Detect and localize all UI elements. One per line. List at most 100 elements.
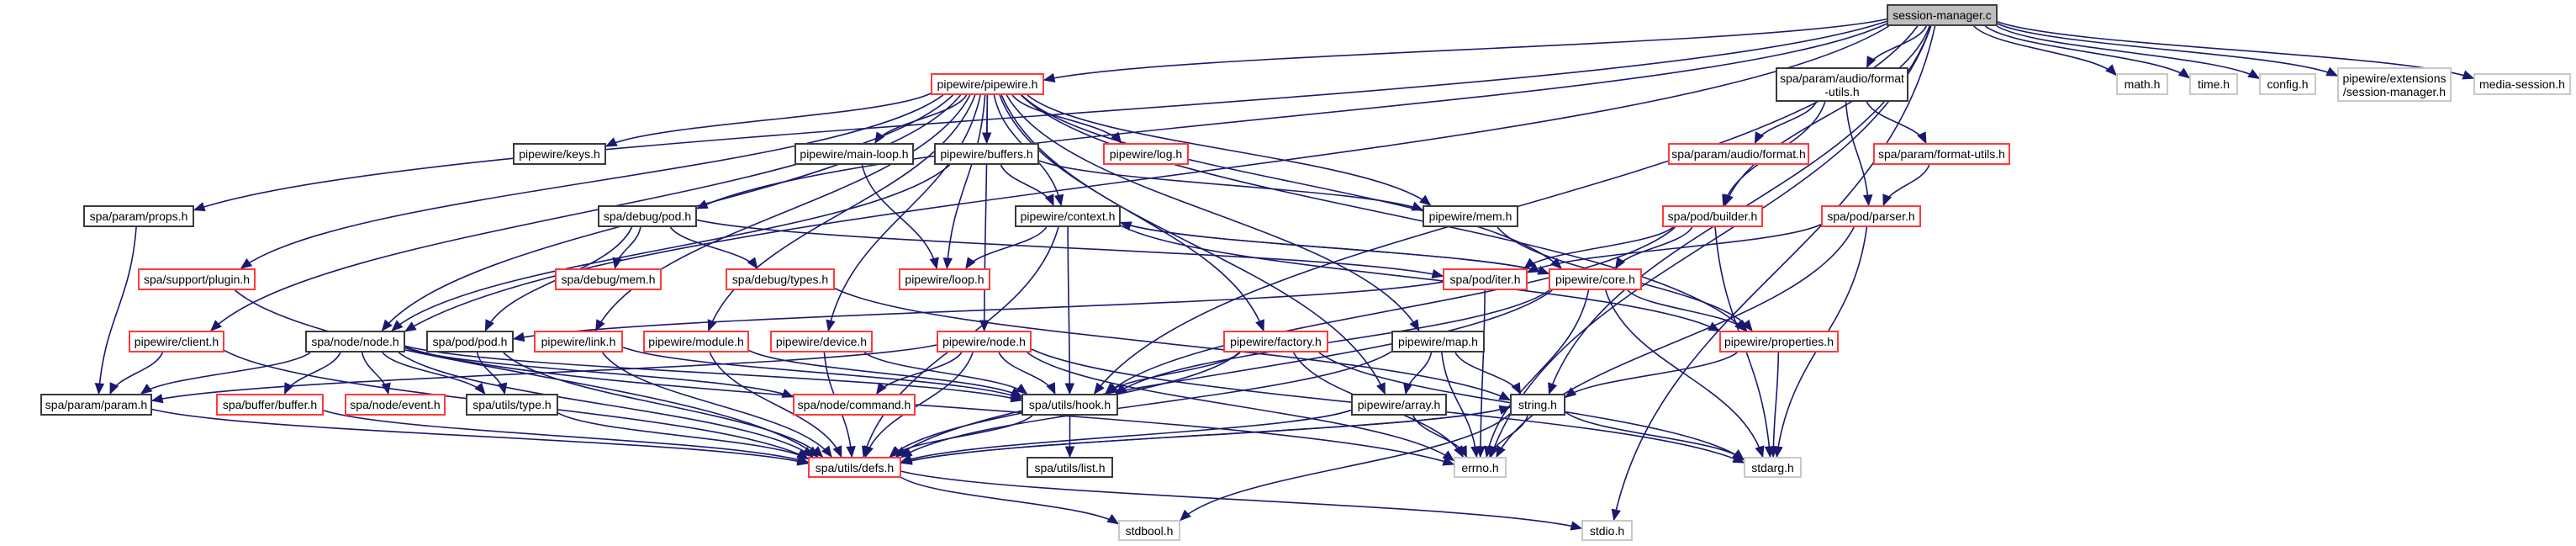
node-errno[interactable]: errno.h (1454, 457, 1507, 478)
node-stdbool[interactable]: stdbool.h (1118, 520, 1180, 541)
arrowhead-icon (1105, 383, 1117, 395)
arrowhead-icon (1458, 445, 1467, 459)
arrowhead-icon (2177, 67, 2191, 79)
node-label: stdbool.h (1125, 523, 1174, 538)
arrowhead-icon (846, 446, 856, 459)
node-context[interactable]: pipewire/context.h (1015, 205, 1121, 227)
node-module[interactable]: pipewire/module.h (643, 331, 749, 353)
node-pipewire[interactable]: pipewire/pipewire.h (931, 73, 1044, 95)
node-ext[interactable]: pipewire/extensions /session-manager.h (2337, 67, 2452, 102)
edge-spanode-to-hook (404, 345, 1022, 401)
node-label: spa/utils/defs.h (815, 460, 895, 474)
edge-string-to-stdbool (1180, 413, 1511, 522)
edge-pipewire-to-client (210, 94, 954, 331)
arrowhead-icon (1064, 383, 1075, 395)
node-time[interactable]: time.h (2189, 73, 2238, 95)
arrowhead-icon (1611, 508, 1621, 522)
node-list[interactable]: spa/utils/list.h (1027, 457, 1113, 478)
arrowhead-icon (498, 382, 508, 395)
arrowhead-icon (404, 321, 417, 332)
node-param[interactable]: spa/param/param.h (40, 394, 152, 416)
node-defs[interactable]: spa/utils/defs.h (808, 457, 901, 478)
node-label: pipewire/context.h (1020, 209, 1116, 223)
node-pwnode[interactable]: pipewire/node.h (937, 331, 1032, 353)
edge-buffer-to-defs (323, 410, 809, 464)
node-label: spa/pod/builder.h (1667, 209, 1758, 223)
edge-fmtutils-to-parser (1882, 164, 1930, 206)
node-label: pipewire/client.h (134, 335, 219, 348)
node-builder[interactable]: spa/pod/builder.h (1662, 205, 1763, 227)
node-plugin[interactable]: spa/support/plugin.h (138, 268, 256, 290)
node-loop[interactable]: pipewire/loop.h (899, 268, 990, 290)
arrowhead-icon (1180, 509, 1191, 522)
node-iter[interactable]: spa/pod/iter.h (1443, 268, 1528, 290)
edge-pipewire-to-map (1006, 94, 1420, 331)
node-podpod[interactable]: spa/pod/pod.h (426, 331, 514, 353)
node-buffers[interactable]: pipewire/buffers.h (934, 143, 1039, 165)
edge-context-to-loop (965, 226, 1048, 269)
arrowhead-icon (484, 319, 494, 332)
arrowhead-icon (1882, 193, 1892, 207)
node-root[interactable]: session-manager.c (1887, 4, 1998, 26)
node-factory[interactable]: pipewire/factory.h (1223, 331, 1328, 353)
edge-afu-to-audiofmt (1754, 101, 1818, 144)
node-keys[interactable]: pipewire/keys.h (513, 143, 606, 165)
node-hook[interactable]: spa/utils/hook.h (1021, 394, 1118, 416)
node-log[interactable]: pipewire/log.h (1103, 143, 1189, 165)
edge-root-to-props (193, 20, 1887, 211)
node-label: spa/debug/mem.h (561, 273, 656, 286)
node-map[interactable]: pipewire/map.h (1391, 331, 1485, 353)
arrowhead-icon (1548, 382, 1558, 395)
node-label: spa/node/node.h (311, 335, 399, 348)
node-core[interactable]: pipewire/core.h (1549, 268, 1642, 290)
node-stdarg[interactable]: stdarg.h (1744, 457, 1802, 478)
node-props[interactable]: spa/param/props.h (83, 205, 194, 227)
arrowhead-icon (1496, 445, 1506, 459)
node-media[interactable]: media-session.h (2473, 73, 2571, 95)
node-label: config.h (2267, 77, 2309, 91)
edge-spanode-to-defs (398, 352, 814, 458)
node-string[interactable]: string.h (1510, 394, 1565, 416)
edge-pipewire-to-module (707, 94, 976, 331)
node-client[interactable]: pipewire/client.h (129, 331, 224, 353)
edge-core-to-errno (1486, 289, 1590, 458)
edge-root-to-ext (1997, 23, 2338, 77)
edge-pipewire-to-properties (1020, 94, 1746, 331)
node-spanode[interactable]: spa/node/node.h (305, 331, 405, 353)
node-array[interactable]: pipewire/array.h (1351, 394, 1447, 416)
node-dbgtypes[interactable]: spa/debug/types.h (726, 268, 835, 290)
node-link[interactable]: pipewire/link.h (534, 331, 623, 353)
node-device[interactable]: pipewire/device.h (770, 331, 873, 353)
node-buffer[interactable]: spa/buffer/buffer.h (216, 394, 324, 416)
node-event[interactable]: spa/node/event.h (345, 394, 446, 416)
node-label: media-session.h (2479, 77, 2565, 91)
arrowhead-icon (1470, 445, 1481, 459)
node-mainloop[interactable]: pipewire/main-loop.h (794, 143, 914, 165)
edge-module-to-defs (709, 352, 842, 458)
arrowhead-icon (193, 202, 206, 212)
node-type[interactable]: spa/utils/type.h (466, 394, 558, 416)
node-config[interactable]: config.h (2259, 73, 2316, 95)
node-label: spa/param/param.h (45, 398, 148, 411)
node-dbgpod[interactable]: spa/debug/pod.h (598, 205, 697, 227)
edge-pipewire-to-device (827, 94, 981, 331)
arrowhead-icon (1442, 456, 1455, 466)
arrowhead-icon (811, 446, 824, 458)
arrowhead-icon (1735, 320, 1748, 331)
node-parser[interactable]: spa/pod/parser.h (1821, 205, 1921, 227)
node-label: spa/buffer/buffer.h (222, 398, 318, 411)
arrowhead-icon (1431, 268, 1444, 279)
node-label: time.h (2197, 77, 2230, 91)
node-audiofmt[interactable]: spa/param/audio/format.h (1668, 143, 1809, 165)
edge-string-to-stdarg (1565, 411, 1745, 460)
node-afu[interactable]: spa/param/audio/format -utils.h (1776, 67, 1908, 102)
edge-mainloop-to-loop (861, 164, 937, 269)
node-stdio[interactable]: stdio.h (1581, 520, 1633, 541)
edge-podpod-to-defs (503, 352, 823, 458)
node-math[interactable]: math.h (2116, 73, 2168, 95)
node-command[interactable]: spa/node/command.h (793, 394, 916, 416)
node-dbgmem[interactable]: spa/debug/mem.h (555, 268, 662, 290)
node-fmtutils[interactable]: spa/param/format-utils.h (1873, 143, 2010, 165)
node-mem[interactable]: pipewire/mem.h (1423, 205, 1518, 227)
node-properties[interactable]: pipewire/properties.h (1719, 331, 1839, 353)
